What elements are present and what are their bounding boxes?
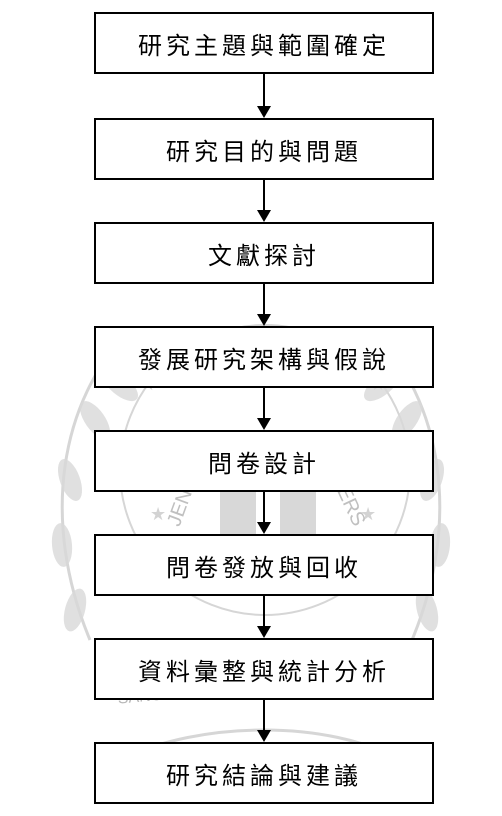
flow-step-label: 研究主題與範圍確定 — [138, 31, 390, 60]
flow-step-label: 文獻探討 — [208, 241, 320, 270]
flow-step-label: 問卷設計 — [208, 449, 320, 478]
flow-step: 文獻探討 — [94, 222, 434, 284]
flow-step: 研究結論與建議 — [94, 742, 434, 804]
flow-arrow — [257, 492, 271, 534]
flow-step-label: 研究結論與建議 — [166, 761, 362, 790]
flow-step: 資料彙整與統計分析 — [94, 638, 434, 700]
flow-step: 問卷發放與回收 — [94, 534, 434, 596]
flow-step-label: 問卷發放與回收 — [166, 553, 362, 582]
flow-arrow — [257, 388, 271, 430]
flow-step-label: 發展研究架構與假說 — [138, 345, 390, 374]
flow-arrow — [257, 180, 271, 222]
flow-step: 問卷設計 — [94, 430, 434, 492]
flow-arrow — [257, 284, 271, 326]
flow-arrow — [257, 596, 271, 638]
flow-step-label: 研究目的與問題 — [166, 137, 362, 166]
flow-step: 發展研究架構與假說 — [94, 326, 434, 388]
flow-step-label: 資料彙整與統計分析 — [138, 657, 390, 686]
flow-step: 研究目的與問題 — [94, 118, 434, 180]
flow-arrow — [257, 74, 271, 118]
flow-arrow — [257, 700, 271, 742]
flow-step: 研究主題與範圍確定 — [94, 12, 434, 74]
